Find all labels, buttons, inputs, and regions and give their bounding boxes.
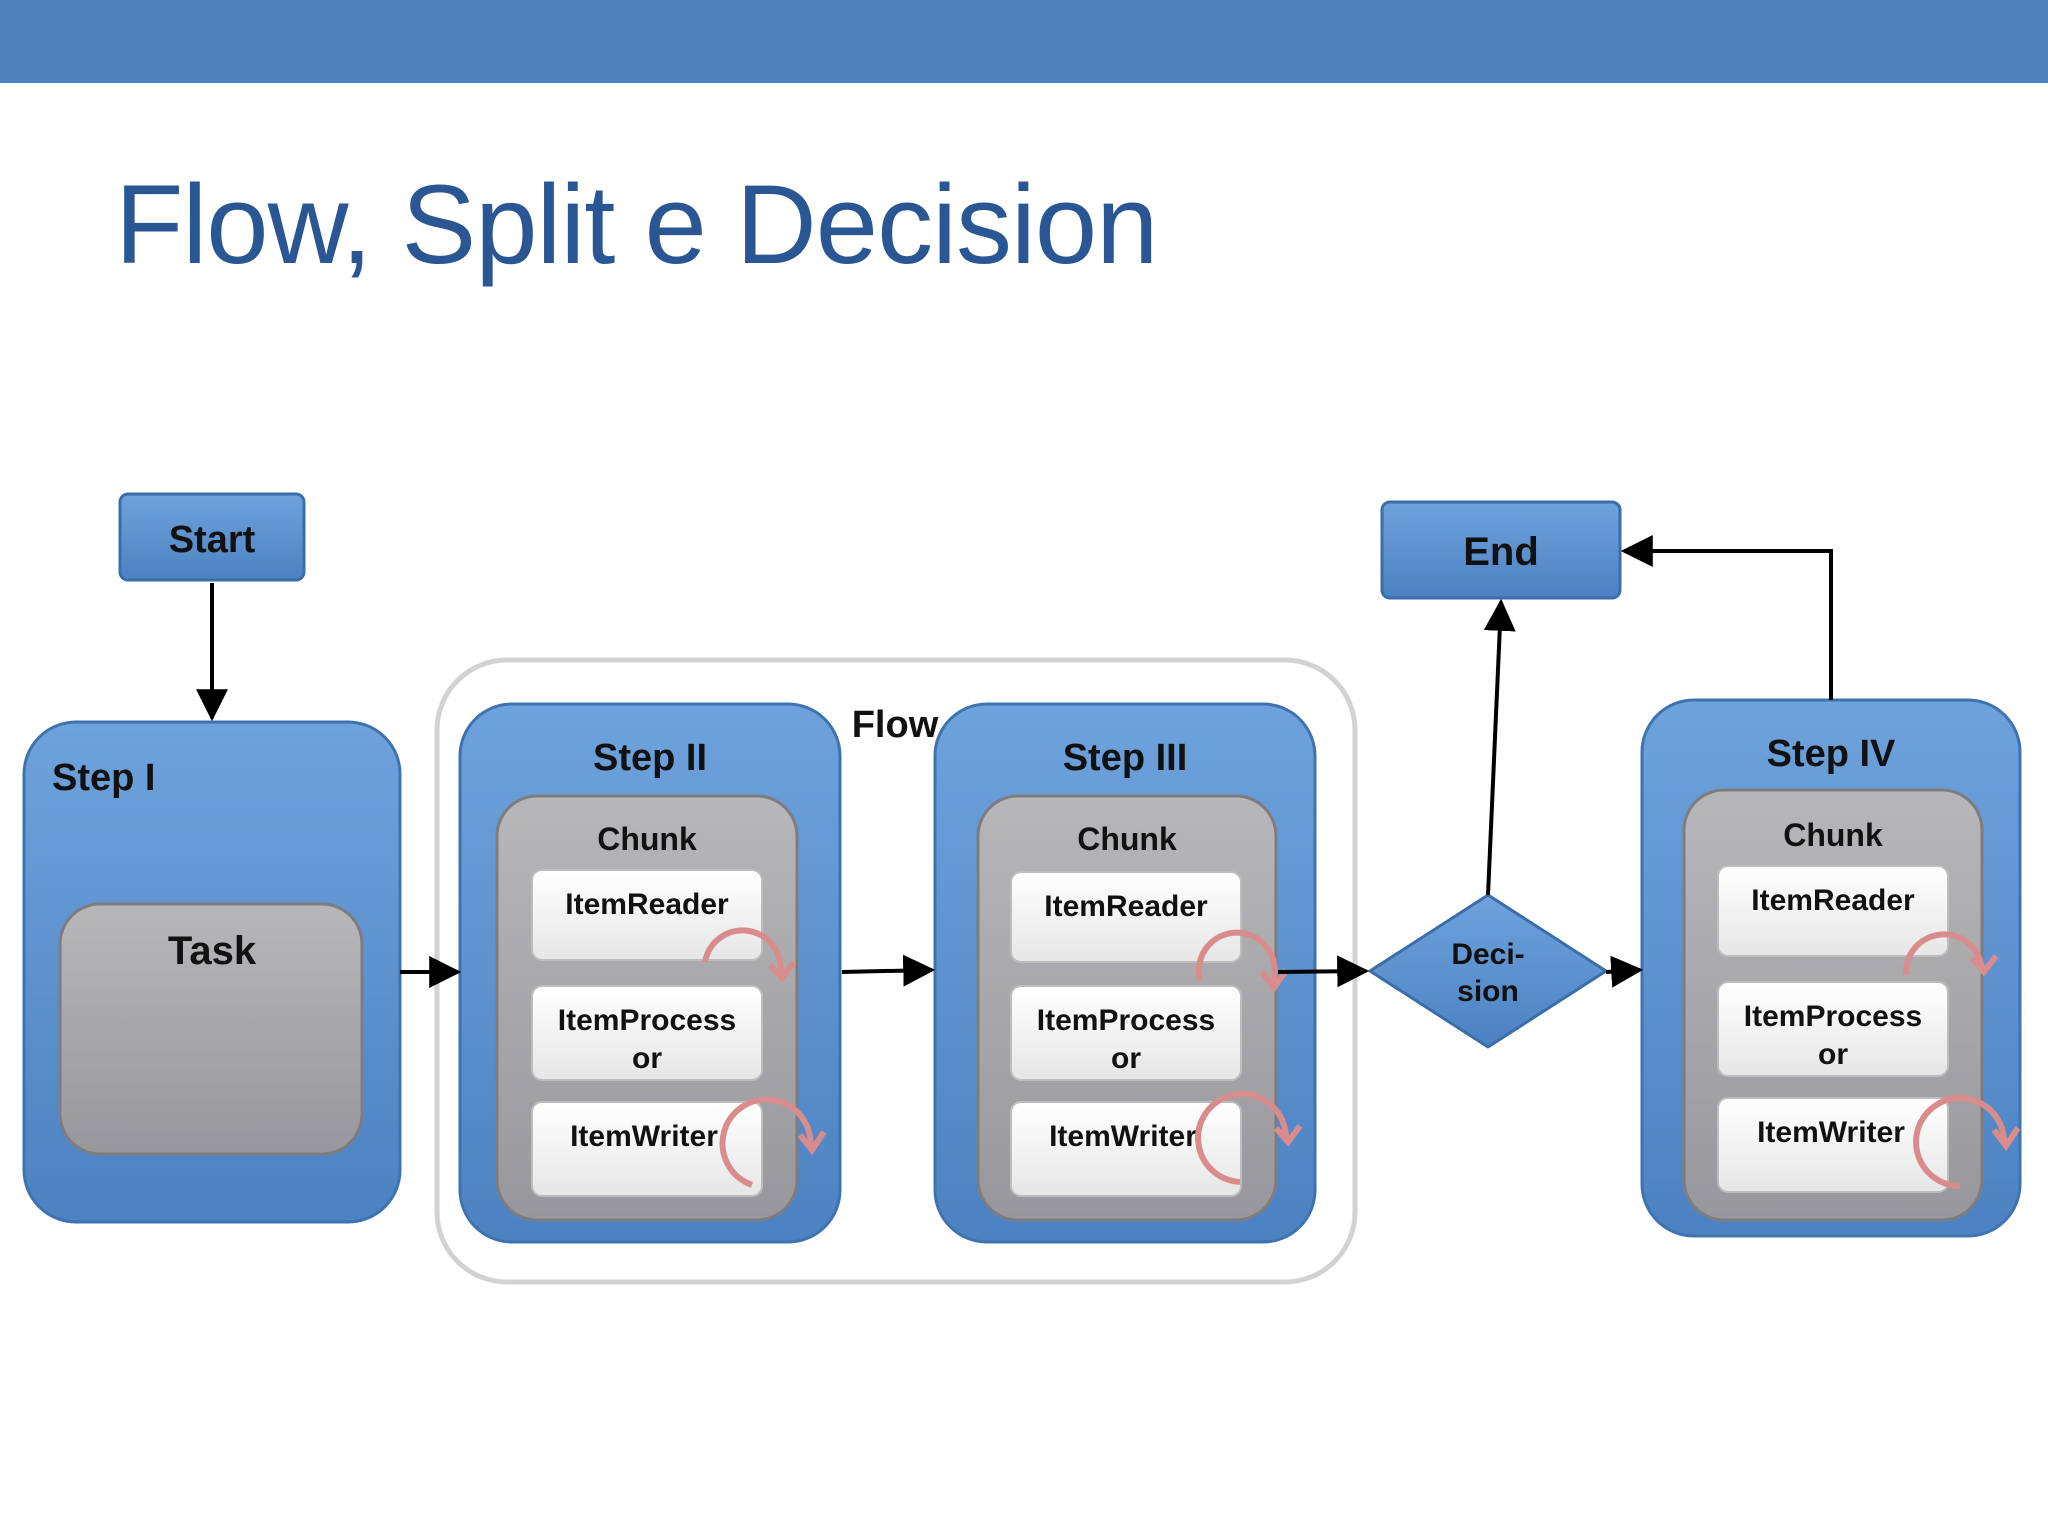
step-2-processor-label-1: ItemProcess [558,1004,736,1037]
step-4-chunk-label: Chunk [1783,817,1883,853]
task-label: Task [168,929,257,973]
decision-node: Deci- sion [1367,893,1609,1049]
step-3: Step III Chunk ItemReader ItemProcess or… [933,702,1317,1244]
step-4-reader-label: ItemReader [1751,884,1915,917]
loop-arrow-icon [1913,1095,2021,1189]
step-2-label: Step II [593,737,707,779]
flow-label: Flow [852,704,939,746]
step-1-label: Step I [52,757,155,799]
step-2-writer-label: ItemWriter [570,1120,718,1153]
loop-arrow-icon [1195,929,1289,994]
start-node: Start [118,492,306,582]
step-3-reader-label: ItemReader [1044,890,1208,923]
loop-arrow-icon [702,927,797,983]
arrow-step4-to-end [1620,535,1833,700]
decision-label-2: sion [1457,975,1519,1008]
loop-arrow-icon [719,1096,827,1188]
step-2-chunk-label: Chunk [597,821,697,857]
arrow-decision-to-end [1483,598,1516,896]
step-3-processor-label-1: ItemProcess [1037,1004,1215,1037]
step-3-label: Step III [1063,737,1188,779]
arrow-step2-to-step3 [841,954,936,987]
step-4-processor-label-1: ItemProcess [1744,1000,1922,1033]
step-1: Step I Task [22,720,402,1224]
end-node: End [1380,500,1622,600]
step-4-processor-label-2: or [1818,1038,1848,1071]
loop-arrow-icon [1195,1091,1303,1185]
step-2-reader-label: ItemReader [565,888,729,921]
step-3-processor-label-2: or [1111,1042,1141,1075]
step-2-processor-label-2: or [632,1042,662,1075]
step-4-writer-label: ItemWriter [1757,1116,1905,1149]
start-label: Start [169,519,256,561]
arrow-decision-to-step4 [1605,955,1644,988]
step-4-label: Step IV [1767,733,1896,775]
slide-header-bar [0,0,2048,83]
end-label: End [1463,530,1539,574]
step-3-writer-label: ItemWriter [1049,1120,1197,1153]
step-4: Step IV Chunk ItemReader ItemProcess or … [1640,698,2022,1238]
slide-title: Flow, Split e Decision [115,162,1158,287]
connectors [196,535,1833,988]
decision-label-1: Deci- [1451,938,1524,971]
step-2: Step II Chunk ItemReader ItemProcess or … [458,702,842,1244]
step-3-chunk-label: Chunk [1077,821,1177,857]
arrow-step3-to-decision [1277,955,1370,988]
loop-arrow-icon [1902,931,1999,977]
